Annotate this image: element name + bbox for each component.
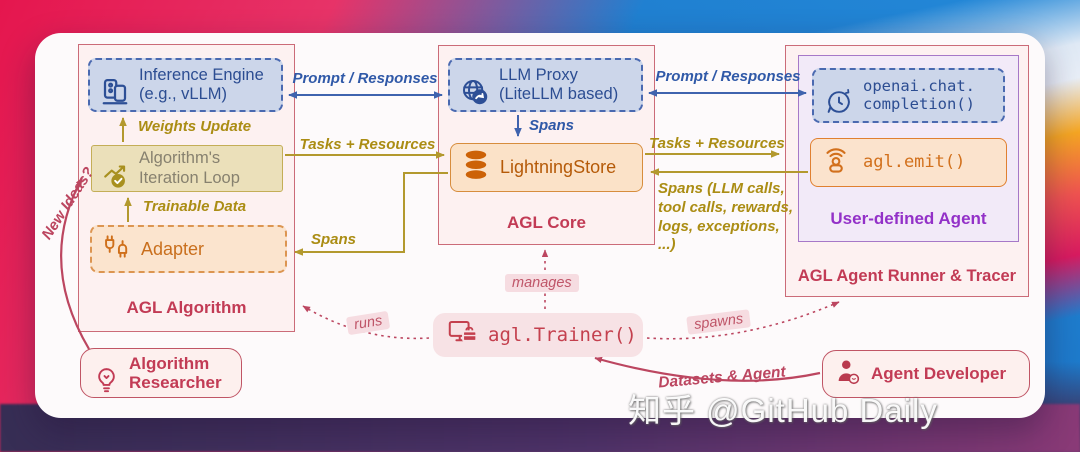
user-defined-agent-title: User-defined Agent xyxy=(830,209,987,228)
diagram-card: AGL Algorithm Inference Engine (e.g., vL… xyxy=(35,33,1045,418)
watermark: 知乎 @GitHub Daily xyxy=(628,392,938,429)
llm-proxy-label: LLM Proxy (LiteLLM based) xyxy=(499,65,619,103)
manages-label: manages xyxy=(505,274,579,292)
iteration-loop-label: Algorithm's Iteration Loop xyxy=(139,149,240,187)
developer-node: Agent Developer xyxy=(822,350,1030,398)
tasks-resources-right-label: Tasks + Resources xyxy=(649,135,785,152)
trainable-data-label: Trainable Data xyxy=(143,198,247,215)
emit-call-label: agl.emit() xyxy=(863,151,966,172)
chat-history-icon xyxy=(824,69,854,122)
spans-to-adapter-label: Spans xyxy=(311,231,357,248)
gpu-cards-icon xyxy=(100,58,130,112)
runs-label: runs xyxy=(345,310,391,336)
prompt-responses-left-label: Prompt / Responses xyxy=(292,70,438,87)
developer-label: Agent Developer xyxy=(871,364,1007,384)
trainer-monitor-icon xyxy=(447,318,478,352)
spans-blue-label: Spans xyxy=(529,117,575,134)
researcher-label: Algorithm Researcher xyxy=(129,353,222,392)
openai-call-node: openai.chat. completion() xyxy=(812,68,1005,123)
trainer-node: agl.Trainer() xyxy=(433,313,643,357)
lightbulb-icon xyxy=(93,347,120,399)
llm-proxy-node: LLM Proxy (LiteLLM based) xyxy=(448,58,643,112)
prompt-responses-right-label: Prompt / Responses xyxy=(655,68,801,85)
weights-update-label: Weights Update xyxy=(138,118,252,135)
emit-call-node: agl.emit() xyxy=(810,138,1007,187)
lightning-store-node: LightningStore xyxy=(450,143,643,192)
inference-engine-node: Inference Engine (e.g., vLLM) xyxy=(88,58,283,112)
agl-core-title: AGL Core xyxy=(506,213,587,232)
broadcast-icon xyxy=(821,145,851,181)
spawns-label: spawns xyxy=(686,309,752,335)
iteration-loop-node: Algorithm's Iteration Loop xyxy=(91,145,283,192)
trainer-label: agl.Trainer() xyxy=(488,324,637,346)
agent-runner-title: AGL Agent Runner & Tracer xyxy=(797,267,1017,285)
chart-check-icon xyxy=(102,142,130,194)
lightning-store-label: LightningStore xyxy=(500,157,617,178)
spans-detail-label: Spans (LLM calls, tool calls, rewards, l… xyxy=(658,180,794,254)
plug-icon xyxy=(102,233,132,265)
openai-call-label: openai.chat. completion() xyxy=(863,76,975,113)
database-icon xyxy=(461,149,491,186)
researcher-node: Algorithm Researcher xyxy=(80,348,242,398)
adapter-node: Adapter xyxy=(90,225,287,273)
person-icon xyxy=(835,358,862,390)
agl-algorithm-title: AGL Algorithm xyxy=(126,298,247,317)
tasks-resources-left-label: Tasks + Resources xyxy=(299,136,436,153)
adapter-label: Adapter xyxy=(141,238,205,259)
globe-proxy-icon xyxy=(460,58,490,112)
inference-engine-label: Inference Engine (e.g., vLLM) xyxy=(139,65,264,103)
